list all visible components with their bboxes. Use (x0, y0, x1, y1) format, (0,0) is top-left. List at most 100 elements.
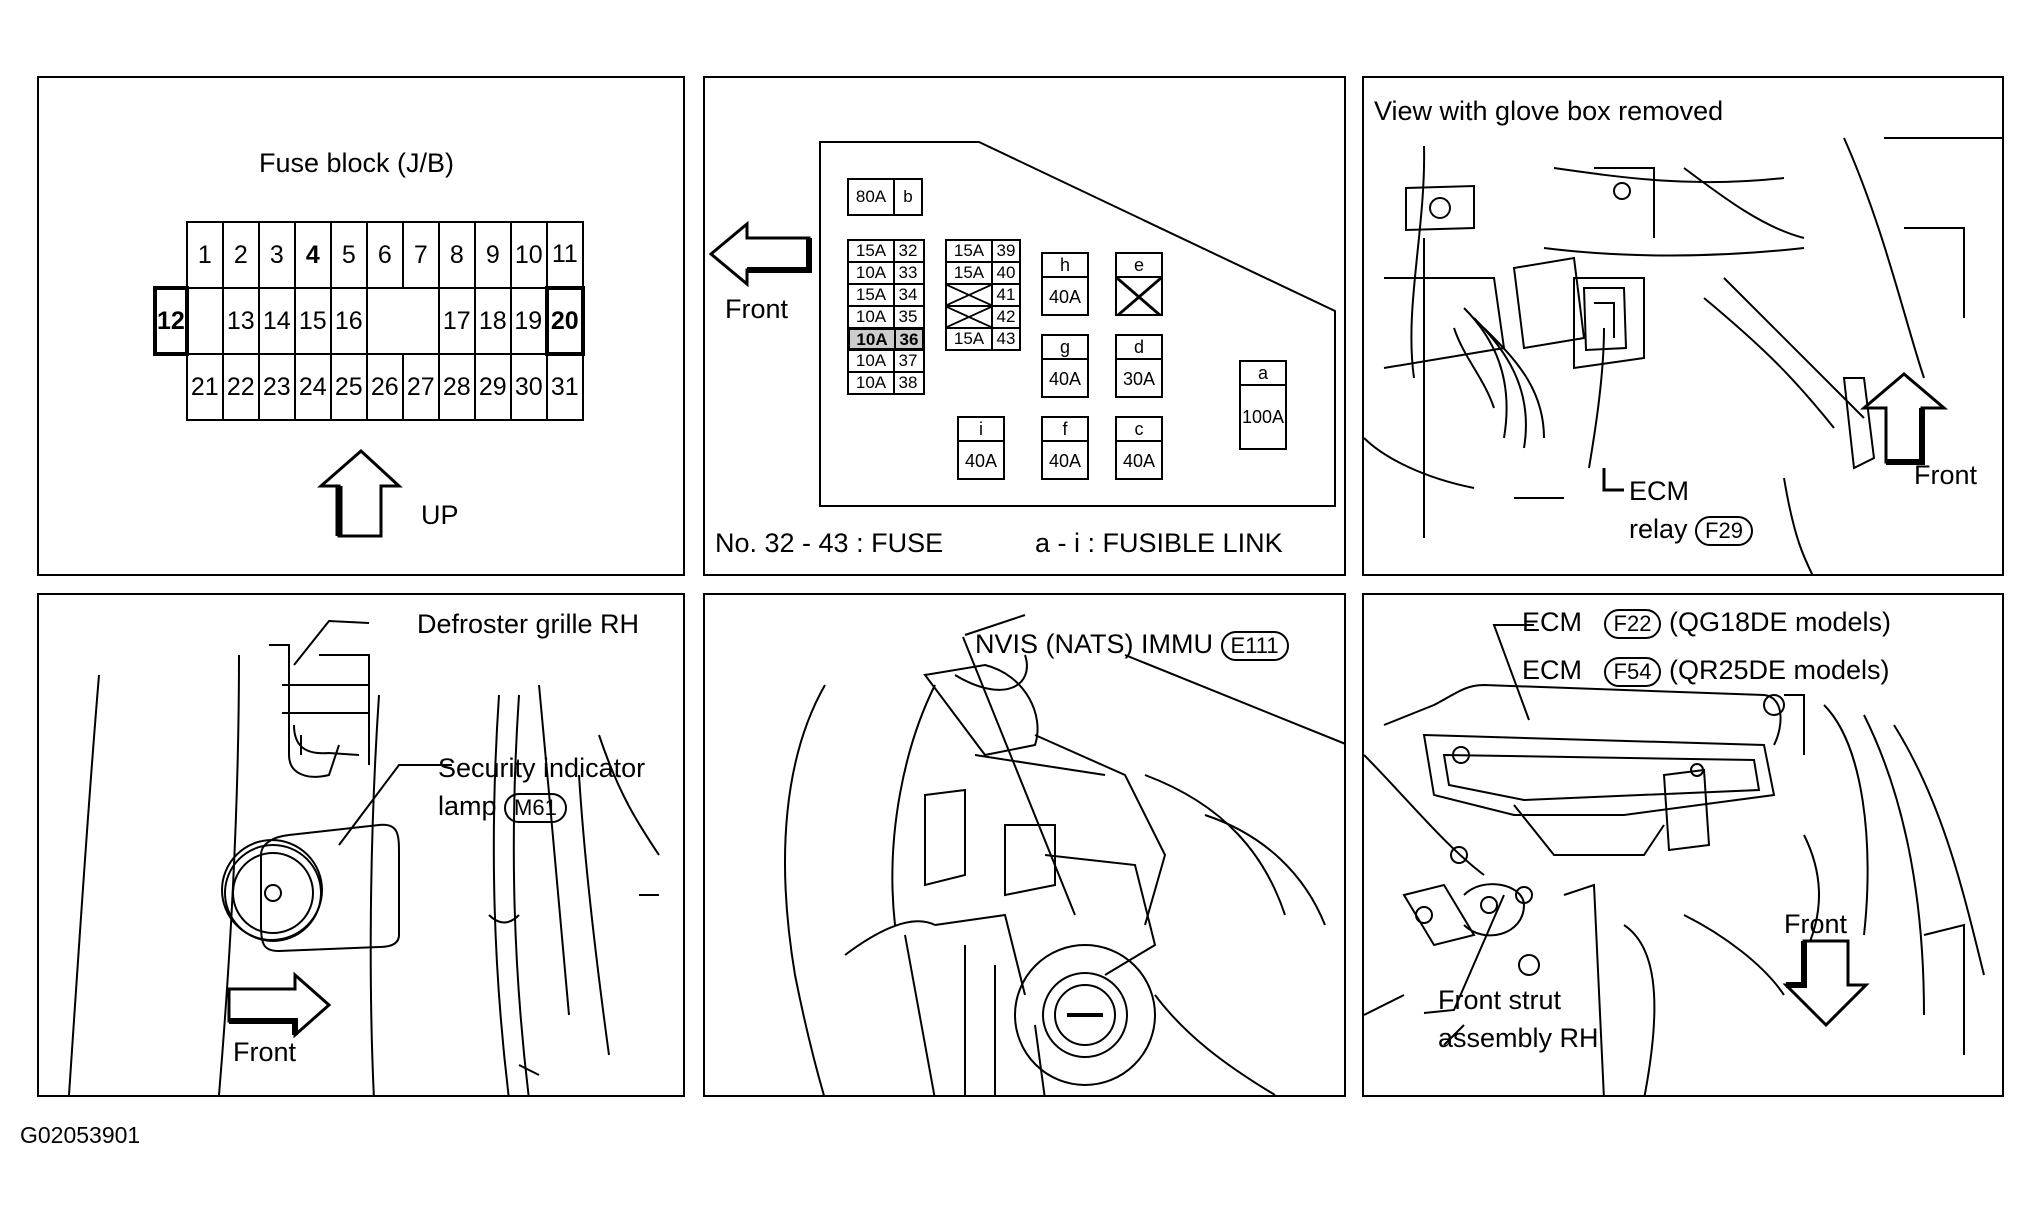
security-lamp-label-line1: Security indicator (438, 753, 646, 783)
front-label: Front (233, 1037, 297, 1067)
connector-e111: E111 (1220, 631, 1289, 661)
security-lamp-label-line2: lamp M61 (438, 793, 567, 823)
fuse-41: 41 (945, 283, 1021, 307)
fuse-block-title: Fuse block (J/B) (259, 148, 455, 178)
fuse-box-outline (819, 141, 1336, 507)
ecm-relay-view-title: View with glove box removed (1374, 96, 1724, 126)
fuse-cell: 22 (221, 353, 260, 421)
fuse-cell: 1 (185, 221, 224, 289)
fuse-cell: 24 (293, 353, 332, 421)
panel-security-lamp: Defroster grille RH Security indicator l… (37, 593, 685, 1097)
fuse-42: 42 (945, 305, 1021, 329)
fuse-cell: 11 (545, 221, 584, 289)
fuse-cell: 18 (473, 287, 512, 355)
front-arrow-down-icon (1782, 939, 1870, 1028)
ecm-text: ECM (1522, 655, 1582, 686)
models-qg18de: (QG18DE models) (1668, 607, 1892, 638)
defroster-grille-label: Defroster grille RH (417, 609, 640, 639)
panel-immu: NVIS (NATS) IMMU E111 (703, 593, 1346, 1097)
fuse-cell: 5 (329, 221, 368, 289)
dashboard-wiring-illustration (1364, 137, 2002, 574)
panel-fuse-block: Fuse block (J/B) 1 2 3 4 5 6 7 8 9 10 11… (37, 76, 685, 576)
fuse-cell: 6 (365, 221, 404, 289)
up-label: UP (421, 500, 459, 530)
fuse-cell: 9 (473, 221, 512, 289)
fuse-cell: 21 (185, 353, 224, 421)
front-arrow-up-icon (1859, 372, 1949, 465)
fuse-cell: 10 (509, 221, 548, 289)
strut-label-line2: assembly RH (1438, 1023, 1599, 1053)
fuse-cell (185, 288, 224, 354)
fuse-cell: 19 (509, 287, 548, 355)
fuse-cell: 4 (293, 221, 332, 289)
fuse-cell: 28 (437, 353, 476, 421)
ecm-relay-text: relay (1629, 514, 1688, 545)
ecm-label-line1: ECM F22 (QG18DE models) (1522, 609, 1891, 639)
fuse-cell: 23 (257, 353, 296, 421)
fuse-cell: 13 (221, 287, 260, 355)
front-arrow-right-icon (227, 971, 332, 1039)
connector-f22: F22 (1603, 609, 1662, 639)
fuse-cell: 14 (257, 287, 296, 355)
fuse-cell: 20 (544, 286, 585, 356)
panel-ecm-relay: View with glove box removed ECM relay (1362, 76, 2004, 576)
steering-column-illustration (784, 614, 1344, 1095)
fuse-cell: 8 (437, 221, 476, 289)
fuse-cell: 17 (437, 287, 476, 355)
ecm-relay-label-line1: ECM (1629, 476, 1689, 506)
fuse-cell: 16 (329, 287, 368, 355)
ecm-label-line2: ECM F54 (QR25DE models) (1522, 657, 1890, 687)
engine-bay-illustration (1364, 624, 1985, 1095)
front-arrow-icon (708, 220, 812, 288)
fuse-cell: 3 (257, 221, 296, 289)
fusible-link-e: e (1115, 252, 1163, 316)
front-label: Front (1914, 460, 1978, 490)
fuse-cell: 25 (329, 353, 368, 421)
fuse-80a-b: 80A b (847, 178, 923, 216)
fuse-cell: 31 (545, 353, 584, 421)
panel-ecm: ECM F22 (QG18DE models) ECM F54 (QR25DE … (1362, 593, 2004, 1097)
fuse-cell: 7 (401, 221, 440, 289)
up-arrow-icon (317, 448, 403, 538)
fuse-cell: 29 (473, 353, 512, 421)
fuse-cell: 15 (293, 287, 332, 355)
ecm-relay-label-line2: relay F29 (1629, 516, 1753, 546)
lamp-text: lamp (438, 791, 497, 822)
immu-text: NVIS (NATS) IMMU (975, 629, 1213, 660)
figure-code: G02053901 (20, 1122, 141, 1148)
fuse-cell: 27 (401, 353, 440, 421)
fuse-cell: 12 (153, 286, 189, 356)
models-qr25de: (QR25DE models) (1668, 655, 1890, 686)
fuse-cell: 30 (509, 353, 548, 421)
connector-f54: F54 (1603, 657, 1662, 687)
front-label: Front (725, 294, 789, 324)
fuse-cell: 2 (221, 221, 260, 289)
ecm-text: ECM (1522, 607, 1582, 638)
strut-label-line1: Front strut (1438, 985, 1562, 1015)
fuse-block-grid: 1 2 3 4 5 6 7 8 9 10 11 12 13 14 15 16 1… (153, 221, 585, 421)
dashboard-illustration (68, 619, 660, 1095)
connector-f29: F29 (1695, 516, 1753, 546)
connector-m61: M61 (504, 793, 567, 823)
legend-fuse: No. 32 - 43 : FUSE (715, 528, 944, 558)
legend-fusible-link: a - i : FUSIBLE LINK (1035, 528, 1283, 558)
